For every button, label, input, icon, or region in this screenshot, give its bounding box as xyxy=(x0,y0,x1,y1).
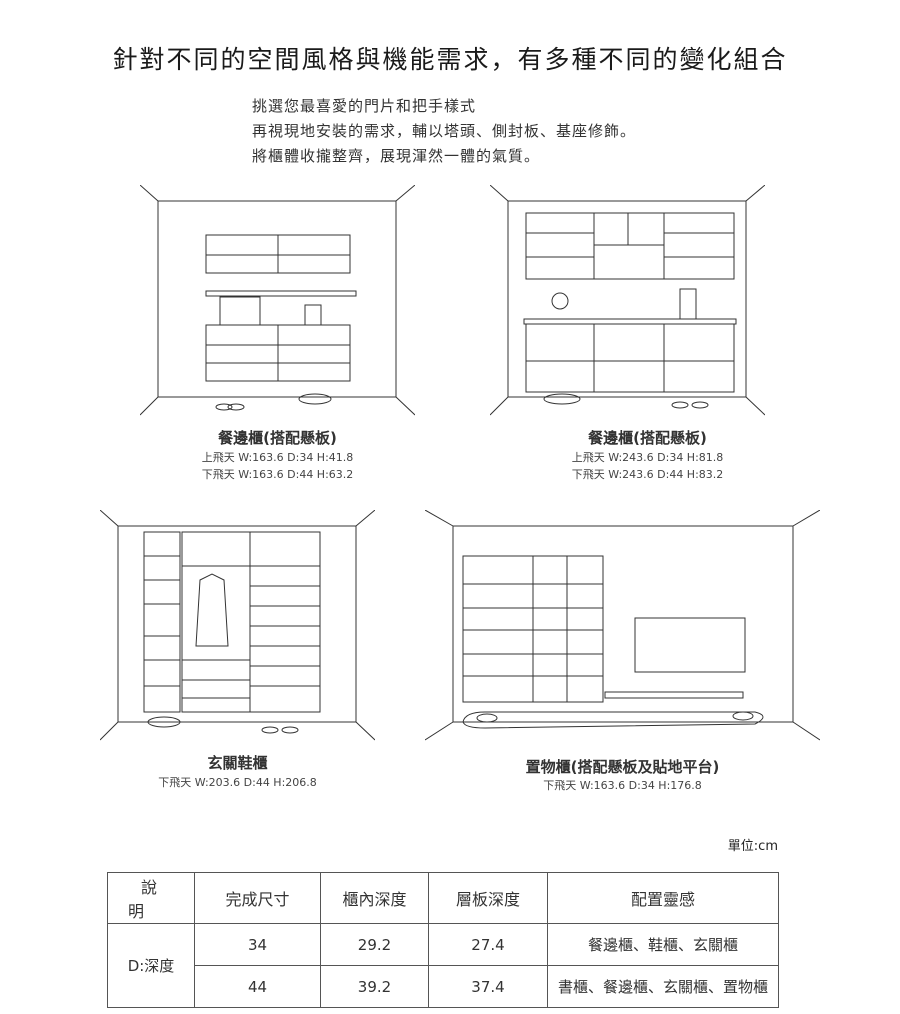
spec-line: 下飛天 W:203.6 D:44 H:206.8 xyxy=(158,776,317,789)
scene-2-name: 餐邊櫃(搭配懸板) xyxy=(588,429,707,447)
scene-4-specs: 下飛天 W:163.6 D:34 H:176.8 xyxy=(425,777,820,794)
cell-inner-depth: 39.2 xyxy=(320,965,429,1008)
header-finished-size: 完成尺寸 xyxy=(194,872,321,924)
intro-text: 挑選您最喜愛的門片和把手樣式 再視現地安裝的需求，輔以塔頭、側封板、基座修飾。 … xyxy=(252,94,636,169)
intro-line: 再視現地安裝的需求，輔以塔頭、側封板、基座修飾。 xyxy=(252,122,637,140)
scene-1-specs: 上飛天 W:163.6 D:34 H:41.8 下飛天 W:163.6 D:44… xyxy=(140,449,415,483)
spec-line: 上飛天 W:243.6 D:34 H:81.8 xyxy=(571,451,724,464)
row-label-depth: D:深度 xyxy=(107,923,195,1008)
unit-label: 單位:cm xyxy=(727,839,778,854)
entry-shoe-cabinet-illustration xyxy=(100,510,375,741)
spec-line: 上飛天 W:163.6 D:34 H:41.8 xyxy=(201,451,354,464)
header-shelf-depth: 層板深度 xyxy=(428,872,548,924)
scene-4-name: 置物櫃(搭配懸板及貼地平台) xyxy=(525,758,720,776)
cell-finished-size: 44 xyxy=(194,965,321,1008)
scene-1-name: 餐邊櫃(搭配懸板) xyxy=(218,429,337,447)
header-inspiration: 配置靈感 xyxy=(547,872,779,924)
cell-finished-size: 34 xyxy=(194,923,321,966)
cell-shelf-depth: 27.4 xyxy=(428,923,548,966)
cell-inner-depth: 29.2 xyxy=(320,923,429,966)
table-row: D:深度 34 29.2 27.4 餐邊櫃、鞋櫃、玄關櫃 xyxy=(107,923,779,1008)
storage-cabinet-illustration xyxy=(425,510,820,741)
scene-3-specs: 下飛天 W:203.6 D:44 H:206.8 xyxy=(100,774,375,791)
header-description: 說明 xyxy=(107,872,195,924)
spec-line: 下飛天 W:163.6 D:44 H:63.2 xyxy=(201,468,354,481)
scene-3-name: 玄關鞋櫃 xyxy=(207,754,268,772)
table-row: 44 39.2 37.4 書櫃、餐邊櫃、玄關櫃、置物櫃 xyxy=(108,965,779,1008)
header-inner-depth: 櫃內深度 xyxy=(320,872,429,924)
table-header-row: 說明 完成尺寸 櫃內深度 層板深度 配置靈感 xyxy=(107,872,779,924)
dimension-table: 說明 完成尺寸 櫃內深度 層板深度 配置靈感 D:深度 34 29.2 27.4… xyxy=(107,872,779,1008)
intro-line: 挑選您最喜愛的門片和把手樣式 xyxy=(252,97,477,115)
page-title: 針對不同的空間風格與機能需求，有多種不同的變化組合 xyxy=(112,45,788,74)
intro-line: 將櫃體收攏整齊，展現渾然一體的氣質。 xyxy=(252,147,541,165)
cell-inspiration: 書櫃、餐邊櫃、玄關櫃、置物櫃 xyxy=(547,965,779,1008)
sideboard-small-illustration xyxy=(140,185,415,416)
sideboard-large-illustration xyxy=(490,185,765,416)
cell-inspiration: 餐邊櫃、鞋櫃、玄關櫃 xyxy=(547,923,779,966)
cell-shelf-depth: 37.4 xyxy=(428,965,548,1008)
spec-line: 下飛天 W:243.6 D:44 H:83.2 xyxy=(571,468,724,481)
spec-line: 下飛天 W:163.6 D:34 H:176.8 xyxy=(543,779,702,792)
scene-2-specs: 上飛天 W:243.6 D:34 H:81.8 下飛天 W:243.6 D:44… xyxy=(490,449,805,483)
